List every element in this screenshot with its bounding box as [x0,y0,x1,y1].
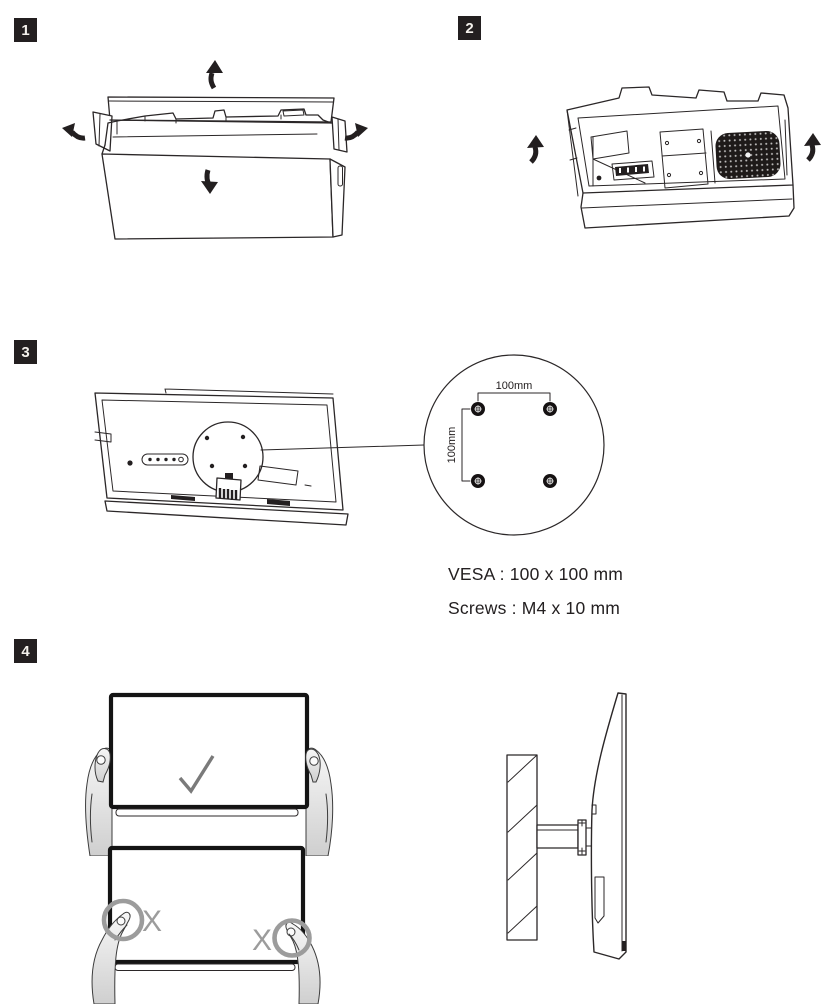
fingertip-circle [286,927,296,937]
dimension-bracket-vertical [461,408,471,482]
side-bracket [594,876,605,924]
screws-spec-text: Screws : M4 x 10 mm [448,598,621,618]
stand-base [715,131,781,179]
step-4-badge: 4 [14,639,37,663]
label-plate [257,465,299,486]
power-led-dot [127,460,133,466]
box-right-face [329,158,346,238]
left-hand-pressing [91,911,131,1004]
box-front-face [101,153,334,240]
monitor-base-bar [104,500,349,526]
vesa-screw-icon [471,474,485,488]
arrow-right-icon [344,123,368,141]
monitor-base-strip [115,808,299,817]
dimension-label-top: 100mm [496,380,533,392]
vesa-hole [209,463,215,469]
wall-section [506,754,538,941]
prohibited-circle-icon [101,898,145,942]
control-buttons [141,453,189,466]
accessory-strip [615,164,649,176]
monitor-back [94,388,349,526]
vent-strip [171,495,195,501]
arrow-up-right-icon [804,133,821,162]
arrow-up-icon [206,60,223,90]
step-2-number: 2 [465,19,474,37]
right-hand-pressing [285,921,321,1004]
fingertip-circle [116,916,126,926]
box-open [92,96,348,240]
step-2-badge: 2 [458,16,481,40]
side-port [591,804,597,815]
vesa-screw-icon [543,402,557,416]
step-1-badge: 1 [14,18,37,42]
foam-tray [566,86,795,229]
mount-screws [578,819,586,855]
mount-arm [536,819,593,856]
vesa-spec-text: VESA : 100 x 100 mm [448,564,623,584]
wall-hatching [507,754,538,934]
monitor-base-strip [114,963,296,971]
foam-middle-compartment [659,128,709,189]
vesa-screw-icon [543,474,557,488]
right-thumb [305,748,321,783]
step-3-badge: 3 [14,340,37,364]
vesa-screw-icon [471,402,485,416]
step3-vesa-illustration: 100mm 100mm [94,354,605,536]
x-mark-right: X [252,924,272,957]
foam-tray-side [580,184,795,229]
thumbnail-circle [309,756,319,766]
box-right-flap [331,116,348,153]
stand-connector [215,473,242,501]
monitor-side-profile [590,692,627,960]
stand-base-center-hole [745,152,751,158]
step2-foam-tray-illustration [527,86,821,229]
vesa-hole [204,435,210,441]
dimension-label-left: 100mm [446,427,458,464]
arrow-down-icon [201,169,218,194]
vesa-detail-circle: 100mm 100mm [423,354,605,536]
box-left-flap [92,111,113,152]
vent-strip [267,499,290,506]
thumbnail-circle [96,755,106,765]
prohibited-circle-icon [272,918,312,958]
checkmark-icon [178,755,215,794]
leader-line [260,444,425,451]
box-handle-slot [337,165,343,187]
monitor-back-outline [94,392,344,511]
step-1-number: 1 [21,21,30,39]
monitor-front [108,692,310,810]
step1-open-box-illustration [62,60,368,240]
arrow-left-icon [62,123,86,141]
dimension-bracket-horizontal [477,392,551,402]
step4-incorrect-handling-illustration: X X [91,845,321,1004]
foam-screw-dot [596,175,602,181]
x-mark-left: X [142,905,162,938]
vesa-hole [240,434,246,440]
arrow-up-left-icon [527,135,544,164]
side-label-mark [622,941,626,951]
vesa-hole [242,463,248,469]
step-3-number: 3 [21,343,30,361]
step4-wall-mount-illustration [506,692,627,960]
left-thumb [94,748,111,783]
foam-silhouette [104,108,332,146]
step-4-number: 4 [21,642,30,660]
step4-correct-handling-illustration [85,692,334,856]
